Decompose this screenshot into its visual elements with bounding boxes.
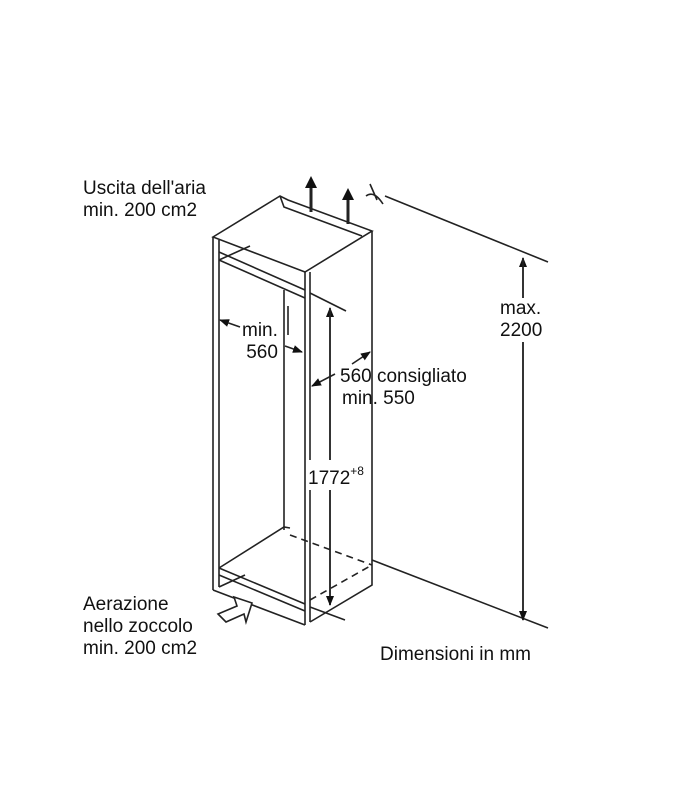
units-note: Dimensioni in mm <box>380 644 531 665</box>
depth-line1: 560 consigliato <box>340 366 467 387</box>
plinth-vent-line3: min. 200 cm2 <box>83 638 198 659</box>
max-height-dimension <box>371 195 549 629</box>
cabinet-niche <box>211 195 374 626</box>
air-outlet-line2: min. 200 cm2 <box>83 200 198 221</box>
max-height-line1: max. <box>500 298 542 319</box>
air-outlet-arrows <box>305 176 354 224</box>
plinth-vent-line2: nello zoccolo <box>83 616 193 637</box>
width-dimension-arrows <box>219 319 303 353</box>
depth-dimension-arrows <box>311 351 371 387</box>
max-height-line2: 2200 <box>500 320 543 341</box>
inner-width-line2: 560 <box>246 342 278 363</box>
door-hinge-symbol <box>365 183 384 205</box>
depth-label: 560 consigliato min. 550 <box>340 366 467 410</box>
niche-height-tolerance: +8 <box>350 464 364 478</box>
inner-width-line1: min. <box>242 320 278 341</box>
niche-height-dimension <box>287 292 347 621</box>
niche-height-value: 1772 <box>308 468 351 489</box>
air-outlet-line1: Uscita dell'aria <box>83 178 206 199</box>
plinth-vent-line1: Aerazione <box>83 594 169 615</box>
depth-line2: min. 550 <box>342 388 415 409</box>
niche-height-label: 1772+8 <box>308 460 364 490</box>
max-height-label: max. 2200 <box>500 298 543 342</box>
plinth-air-arrow <box>216 595 253 625</box>
inner-width-label: min. 560 <box>242 320 278 364</box>
air-outlet-label: Uscita dell'aria min. 200 cm2 <box>83 178 206 222</box>
plinth-vent-label: Aerazione nello zoccolo min. 200 cm2 <box>83 594 197 660</box>
